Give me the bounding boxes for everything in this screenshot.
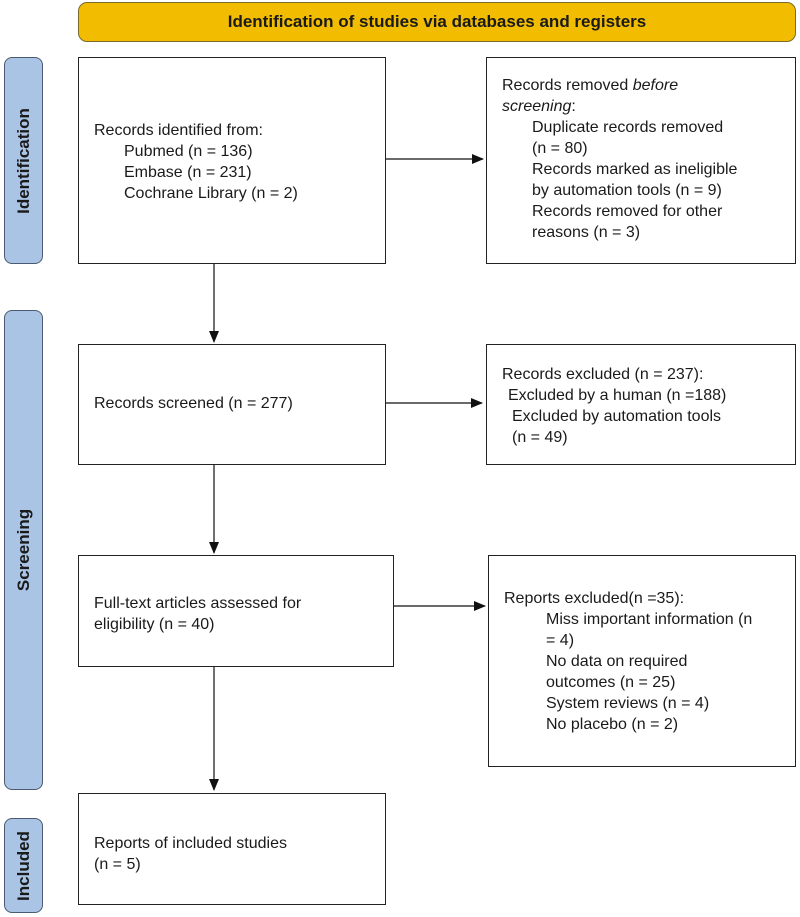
removed-other-n: reasons (n = 3) [532, 224, 641, 241]
records-screened-box: Records screened (n = 277) [78, 344, 386, 465]
reports-excluded-box: Reports excluded(n =35): Miss important … [488, 555, 796, 767]
records-excluded-box: Records excluded (n = 237): Excluded by … [486, 344, 796, 465]
excluded-by-automation: Excluded by automation tools [512, 408, 722, 425]
excluded-by-human: Excluded by a human (n =188) [508, 387, 727, 404]
removed-duplicates: Duplicate records removed [532, 119, 724, 136]
source-pubmed: Pubmed (n = 136) [124, 143, 253, 160]
fulltext-line1: Full-text articles assessed for [94, 595, 302, 612]
removed-ineligible: Records marked as ineligible [532, 161, 738, 178]
reports-excluded-missing-info-n: = 4) [546, 632, 575, 649]
records-identified-box: Records identified from: Pubmed (n = 136… [78, 57, 386, 264]
reports-excluded-title: Reports excluded(n =35): [504, 590, 685, 607]
included-line2: (n = 5) [94, 856, 141, 873]
records-excluded-title: Records excluded (n = 237): [502, 366, 704, 383]
phase-identification: Identification [4, 57, 43, 264]
removed-other: Records removed for other [532, 203, 723, 220]
source-embase: Embase (n = 231) [124, 164, 252, 181]
records-removed-box: Records removed before screening: Duplic… [486, 57, 796, 264]
records-removed-title-line2: screening: [502, 96, 795, 117]
phase-included: Included [4, 818, 43, 913]
removed-ineligible-n: by automation tools (n = 9) [532, 182, 722, 199]
source-cochrane: Cochrane Library (n = 2) [124, 185, 298, 202]
records-removed-title-line1: Records removed before [502, 75, 795, 96]
included-box: Reports of included studies (n = 5) [78, 793, 386, 905]
header-title: Identification of studies via databases … [227, 12, 647, 31]
reports-excluded-no-placebo: No placebo (n = 2) [546, 716, 679, 733]
removed-duplicates-n: (n = 80) [532, 140, 588, 157]
excluded-by-automation-n: (n = 49) [512, 429, 568, 446]
records-removed-title-italic-2: screening [502, 98, 572, 115]
records-removed-title-colon: : [571, 98, 576, 115]
reports-excluded-system-reviews: System reviews (n = 4) [546, 695, 710, 712]
fulltext-box: Full-text articles assessed for eligibil… [78, 555, 394, 667]
phase-screening: Screening [4, 310, 43, 790]
reports-excluded-no-data: No data on required [546, 653, 688, 670]
fulltext-line2: eligibility (n = 40) [94, 616, 215, 633]
included-line1: Reports of included studies [94, 835, 287, 852]
records-identified-title: Records identified from: [94, 122, 263, 139]
records-removed-title-italic: before [632, 77, 679, 94]
records-screened-text: Records screened (n = 277) [94, 395, 293, 412]
records-removed-title-plain: Records removed [502, 77, 633, 94]
header-banner: Identification of studies via databases … [78, 2, 796, 42]
reports-excluded-no-data-n: outcomes (n = 25) [546, 674, 676, 691]
reports-excluded-missing-info: Miss important information (n [546, 611, 753, 628]
